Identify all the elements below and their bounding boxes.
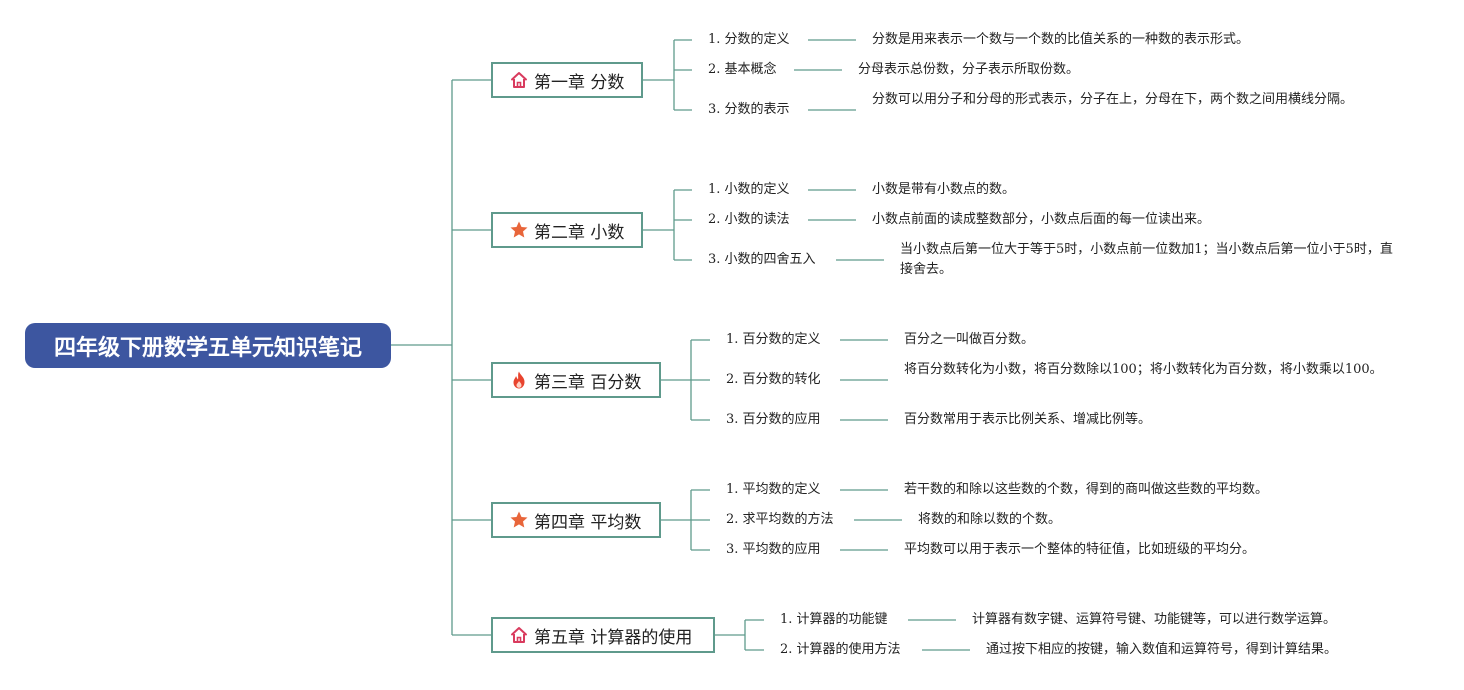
topic-4-2[interactable]: 2. 求平均数的方法 <box>726 512 834 527</box>
chapter-5-node[interactable]: 第五章 计算器的使用 <box>491 617 715 653</box>
topic-1-1[interactable]: 1. 分数的定义 <box>708 32 790 47</box>
chapter-5-label: 第五章 计算器的使用 <box>534 627 693 648</box>
chapter-2-node[interactable]: 第二章 小数 <box>491 212 643 248</box>
desc-1-1: 分数是用来表示一个数与一个数的比值关系的一种数的表示形式。 <box>872 32 1250 47</box>
chapter-1-node[interactable]: 第一章 分数 <box>491 62 643 98</box>
desc-2-3: 当小数点后第一位大于等于5时，小数点前一位数加1；当小数点后第一位小于5时，直接… <box>900 242 1393 277</box>
star-icon <box>509 220 529 240</box>
topic-1-2[interactable]: 2. 基本概念 <box>708 62 777 77</box>
desc-3-1: 百分之一叫做百分数。 <box>904 332 1035 347</box>
topic-5-2[interactable]: 2. 计算器的使用方法 <box>780 642 901 657</box>
chapter-4-node[interactable]: 第四章 平均数 <box>491 502 661 538</box>
chapter-1-label: 第一章 分数 <box>534 72 625 93</box>
home-icon <box>509 70 529 90</box>
desc-1-2: 分母表示总份数，分子表示所取份数。 <box>858 62 1080 77</box>
chapter-3-node[interactable]: 第三章 百分数 <box>491 362 661 398</box>
topic-2-1[interactable]: 1. 小数的定义 <box>708 182 790 197</box>
topic-3-2[interactable]: 2. 百分数的转化 <box>726 372 821 387</box>
desc-1-3: 分数可以用分子和分母的形式表示，分子在上，分母在下，两个数之间用横线分隔。 <box>872 92 1354 107</box>
desc-2-2: 小数点前面的读成整数部分，小数点后面的每一位读出来。 <box>872 212 1211 227</box>
desc-5-1: 计算器有数字键、运算符号键、功能键等，可以进行数学运算。 <box>972 612 1337 627</box>
topic-4-3[interactable]: 3. 平均数的应用 <box>726 542 821 557</box>
topic-5-1[interactable]: 1. 计算器的功能键 <box>780 612 888 627</box>
desc-3-2: 将百分数转化为小数，将百分数除以100；将小数转化为百分数，将小数乘以100。 <box>904 362 1383 377</box>
desc-5-2: 通过按下相应的按键，输入数值和运算符号，得到计算结果。 <box>986 642 1338 657</box>
root-title[interactable]: 四年级下册数学五单元知识笔记 <box>25 323 391 368</box>
topic-3-1[interactable]: 1. 百分数的定义 <box>726 332 821 347</box>
desc-4-1: 若干数的和除以这些数的个数，得到的商叫做这些数的平均数。 <box>904 482 1269 497</box>
desc-2-1: 小数是带有小数点的数。 <box>872 182 1016 197</box>
topic-3-3[interactable]: 3. 百分数的应用 <box>726 412 821 427</box>
desc-3-3: 百分数常用于表示比例关系、增减比例等。 <box>904 412 1152 427</box>
topic-1-3[interactable]: 3. 分数的表示 <box>708 102 790 117</box>
home-icon <box>509 625 529 645</box>
chapter-2-label: 第二章 小数 <box>534 222 625 243</box>
star-icon <box>509 510 529 530</box>
chapter-3-label: 第三章 百分数 <box>534 372 642 393</box>
desc-4-3: 平均数可以用于表示一个整体的特征值，比如班级的平均分。 <box>904 542 1256 557</box>
desc-4-2: 将数的和除以数的个数。 <box>918 512 1062 527</box>
fire-icon <box>509 370 529 390</box>
topic-2-3[interactable]: 3. 小数的四舍五入 <box>708 252 816 267</box>
topic-2-2[interactable]: 2. 小数的读法 <box>708 212 790 227</box>
chapter-4-label: 第四章 平均数 <box>534 512 642 533</box>
topic-4-1[interactable]: 1. 平均数的定义 <box>726 482 821 497</box>
